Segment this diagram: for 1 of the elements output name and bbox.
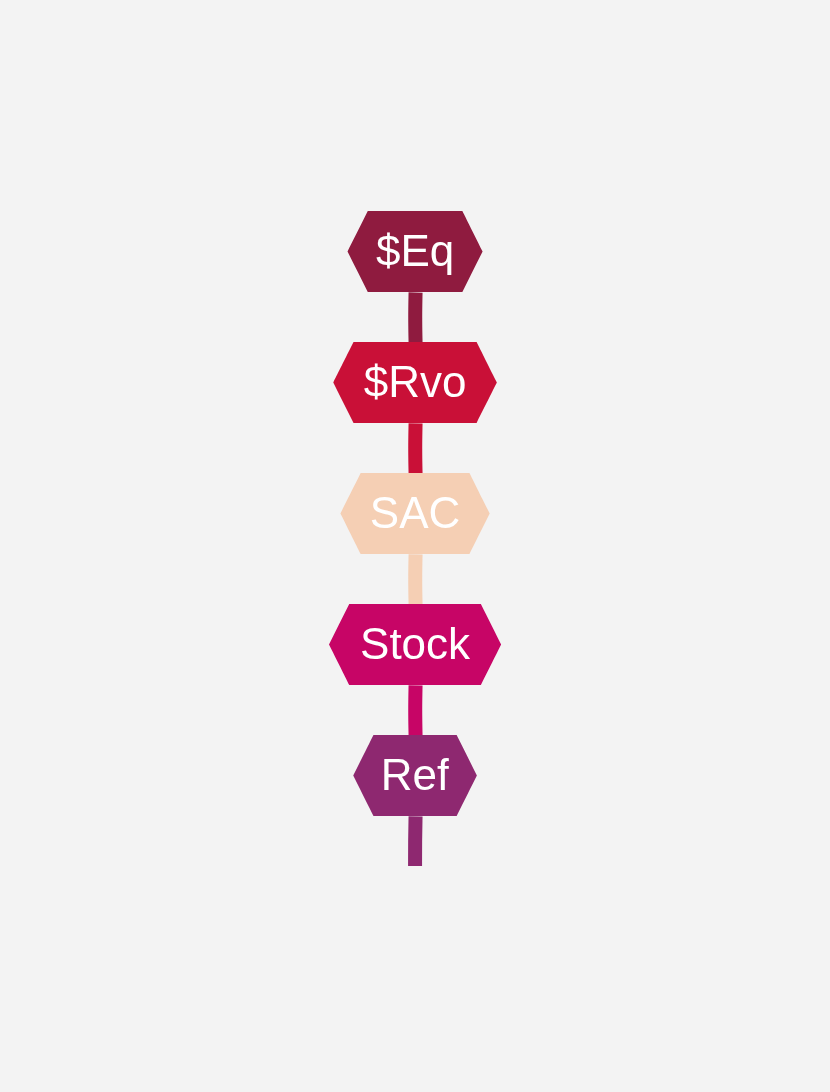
connector	[408, 813, 423, 869]
